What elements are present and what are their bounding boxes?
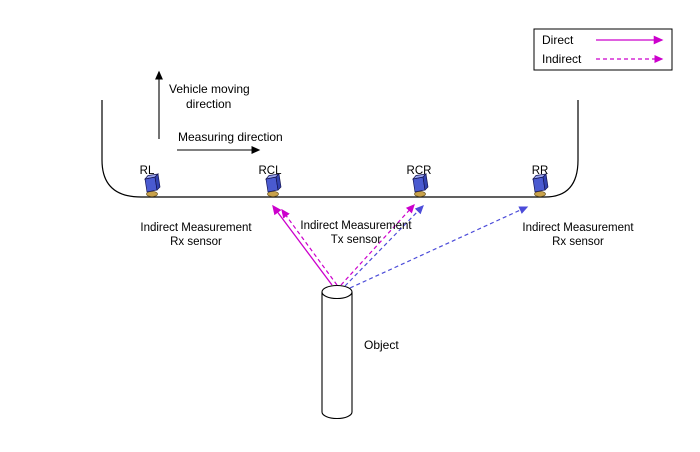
sensor-rr-base (534, 191, 546, 197)
sensor-rcl (265, 173, 282, 197)
caption-center-line1: Indirect Measurement (300, 220, 412, 232)
caption-right-line1: Indirect Measurement (522, 222, 634, 234)
legend-direct-label: Direct (542, 33, 574, 47)
vehicle-outline (101, 100, 579, 198)
sensor-rcl-base (267, 191, 279, 197)
object-cylinder (321, 284, 353, 420)
cylinder-top (321, 284, 353, 300)
caption-right-line2: Rx sensor (552, 236, 604, 248)
sensor-rcr-label: RCR (407, 165, 432, 177)
indirect-arrow-to-rr (349, 206, 529, 289)
cylinder-body (321, 292, 353, 420)
object-label: Object (364, 338, 399, 352)
sensor-rcr-base (414, 191, 426, 197)
sensor-rr-label: RR (532, 165, 549, 177)
sensor-rr (532, 173, 549, 197)
sensor-rl-label: RL (140, 165, 155, 177)
sensor-rcr-body-side (422, 173, 429, 191)
legend-box (533, 28, 673, 71)
sensor-rl (144, 173, 161, 197)
caption-center-line2: Tx sensor (331, 234, 382, 246)
caption-left-line1: Indirect Measurement (140, 222, 252, 234)
legend-indirect-label: Indirect (542, 52, 582, 66)
vehicle-moving-label-line2: direction (186, 97, 231, 111)
sensor-rcr (412, 173, 429, 197)
indirect-arrow-to-rcl (281, 208, 338, 286)
sensor-rr-body-side (542, 173, 549, 191)
legend: Direct Indirect (533, 28, 673, 71)
sensor-rl-base (146, 191, 158, 197)
sensor-rcl-body-side (275, 173, 282, 191)
indirect-arrow-to-rcr-right (344, 205, 424, 287)
direct-arrow-to-rcl (272, 204, 333, 286)
vehicle-moving-label-line1: Vehicle moving (169, 82, 250, 96)
measuring-direction-label: Measuring direction (178, 130, 283, 144)
caption-left-line2: Rx sensor (170, 236, 222, 248)
sensor-rl-body-side (154, 173, 161, 191)
sensor-rcl-label: RCL (258, 165, 282, 177)
